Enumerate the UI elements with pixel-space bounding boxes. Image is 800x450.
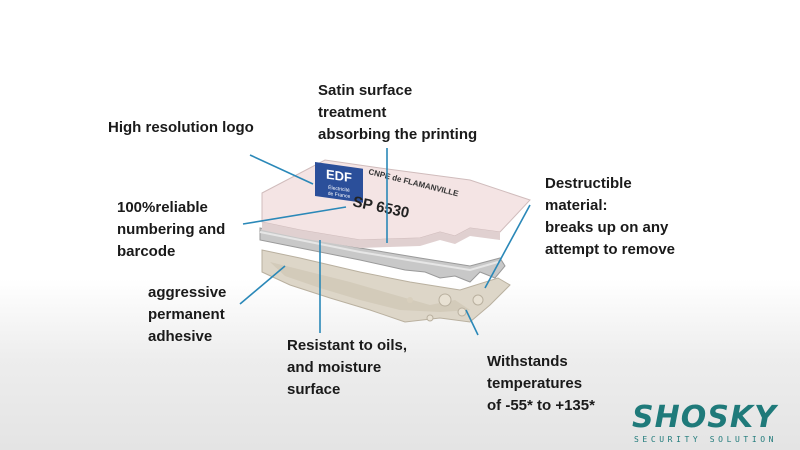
edf-logo: EDF Électricité de France xyxy=(315,162,363,203)
svg-text:de France: de France xyxy=(328,191,351,200)
leader-numbering xyxy=(242,206,347,225)
label-high-resolution-logo: High resolution logo xyxy=(108,119,254,136)
label-destructible-material: Destructible material: breaks up on any … xyxy=(545,175,676,258)
label-temperatures: Withstands temperatures of -55* to +135* xyxy=(487,353,595,414)
edf-logo-text: EDF xyxy=(326,167,352,186)
label-numbering-barcode: 100%reliable numbering and barcode xyxy=(117,199,226,260)
label-satin-surface: Satin surface treatment absorbing the pr… xyxy=(318,82,478,143)
leader-adhesive xyxy=(239,265,286,305)
label-aggressive-adhesive: aggressive permanent adhesive xyxy=(148,284,227,345)
label-top-face: EDF Électricité de France CNPE de FLAMAN… xyxy=(261,159,531,248)
brand-wordmark: SHOSKY xyxy=(632,400,777,435)
leader-logo xyxy=(249,154,314,185)
label-resistant-oils: Resistant to oils, and moisture surface xyxy=(287,337,408,398)
leader-destructible xyxy=(484,204,531,289)
leader-temperatures xyxy=(465,309,479,336)
edf-logo-subtext: Électricité xyxy=(328,184,350,194)
brand-tagline: SECURITY SOLUTION xyxy=(634,435,778,444)
shosky-logo: SHOSKY SECURITY SOLUTION xyxy=(632,400,794,446)
leader-lines xyxy=(239,148,531,336)
